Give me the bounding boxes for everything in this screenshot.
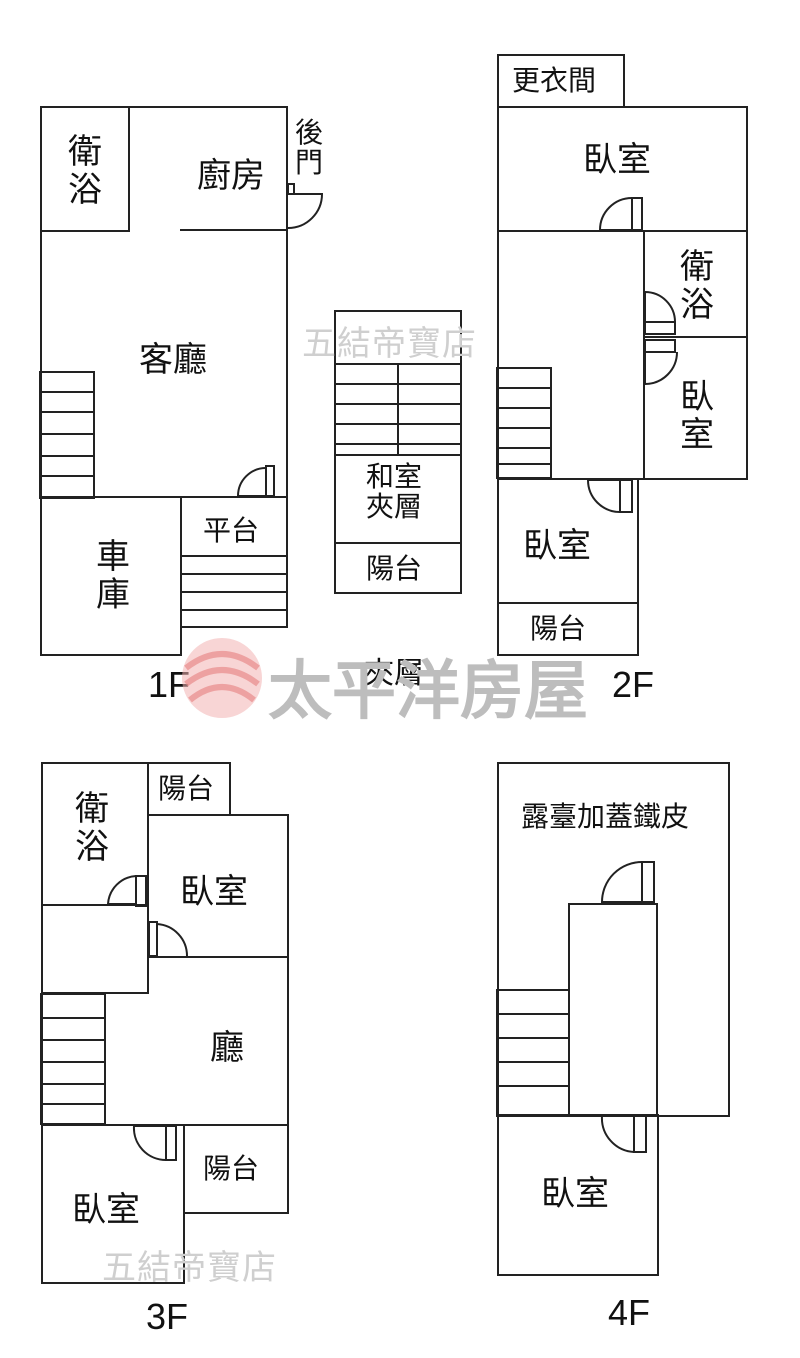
door-4f-rooftop (600, 861, 655, 903)
label-3f-bathroom: 衛 浴 (75, 789, 109, 867)
label-2f-bedroom-top: 臥室 (583, 140, 651, 180)
label-1f-back-door: 後 門 (294, 116, 323, 179)
level-label-mezzanine: 夾層 (364, 657, 424, 690)
label-1f-kitchen: 廚房 (197, 156, 265, 196)
level-label-4f: 4F (608, 1292, 651, 1333)
room-1f-bathroom (40, 106, 130, 232)
stairs-1f-left (39, 371, 95, 499)
room-3f-bedroom-bottom (41, 1124, 185, 1284)
room-mezz-balcony (334, 542, 462, 594)
label-4f-rooftop: 露臺加蓋鐵皮 (521, 800, 690, 833)
watermark-store-bottom: 五結帝寶店 (102, 1248, 277, 1288)
label-3f-bedroom-top: 臥室 (180, 872, 248, 912)
level-label-2f: 2F (612, 664, 655, 705)
label-3f-bedroom-bottom: 臥室 (72, 1190, 140, 1230)
stairs-4f (496, 903, 730, 1117)
label-2f-bathroom: 衛 浴 (680, 247, 714, 325)
watermark-store-top: 五結帝寶店 (302, 324, 477, 364)
stairs-1f-platform (180, 555, 288, 611)
label-3f-balcony-bottom: 陽台 (203, 1152, 260, 1185)
label-3f-balcony-top: 陽台 (158, 772, 215, 805)
stairs-mezzanine (334, 363, 462, 454)
room-4f-rooftop (497, 762, 730, 1116)
watermark-brand: 太平洋房屋 (268, 654, 588, 729)
room-1f-platform (180, 496, 288, 628)
door-1f-back (287, 183, 324, 229)
label-1f-garage: 車 庫 (96, 537, 130, 615)
label-2f-closet: 更衣間 (512, 64, 597, 97)
door-3f-bedroom-top (148, 921, 189, 957)
label-2f-bedroom-right: 臥 室 (680, 377, 714, 455)
label-1f-platform: 平台 (203, 514, 260, 547)
room-2f-balcony (497, 602, 639, 656)
level-label-3f: 3F (146, 1296, 189, 1337)
door-4f-bedroom (600, 1115, 647, 1153)
label-1f-living: 客廳 (139, 340, 207, 380)
door-2f-bedroom-bottom (586, 479, 633, 513)
label-2f-balcony: 陽台 (530, 612, 587, 645)
stairs-3f (40, 993, 106, 1125)
label-mezz-balcony: 陽台 (366, 552, 423, 585)
label-2f-bedroom-bottom: 臥室 (523, 526, 591, 566)
label-3f-hall: 廳 (210, 1028, 244, 1068)
door-2f-bedroom-right (644, 339, 678, 386)
label-4f-bedroom: 臥室 (541, 1174, 609, 1214)
brand-logo-icon (182, 638, 262, 718)
room-3f-bedroom-top (147, 814, 289, 958)
door-1f-platform (236, 465, 275, 497)
room-1f-kitchen (128, 106, 288, 232)
stairs-2f (496, 367, 552, 479)
label-mezz-japanese: 和室 夾層 (366, 460, 423, 523)
room-2f-bedroom-right (643, 336, 748, 480)
door-3f-bathroom (106, 875, 147, 907)
label-1f-bathroom: 衛 浴 (68, 132, 102, 210)
door-3f-bedroom-bottom (132, 1125, 177, 1162)
door-2f-bathroom (644, 290, 676, 335)
door-2f-bedroom-top (598, 197, 643, 231)
